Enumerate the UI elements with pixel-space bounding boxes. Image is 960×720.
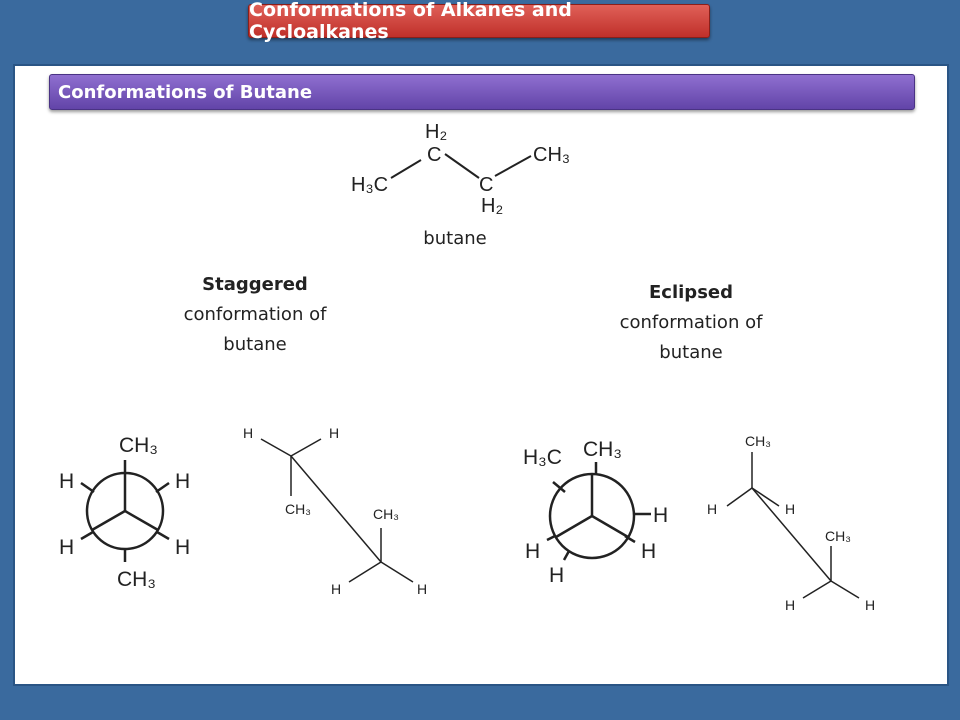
eclipsed-line2: conformation of bbox=[619, 312, 763, 333]
staggered-newman-ur: H bbox=[175, 470, 190, 493]
staggered-sawhorse: H H CH₃ CH₃ H H bbox=[243, 425, 427, 597]
eclipsed-newman-h-lr: H bbox=[641, 540, 656, 563]
butane-c2-h: H₂ bbox=[425, 121, 447, 143]
eclipsed-newman: H₃C CH₃ H H H H bbox=[523, 438, 668, 587]
eclipsed-newman-back-ch3: CH₃ bbox=[583, 438, 622, 461]
staggered-newman-lr: H bbox=[175, 536, 190, 559]
eclipsed-sawhorse-ch3-b: CH₃ bbox=[825, 528, 851, 544]
eclipsed-sawhorse-h2: H bbox=[785, 501, 795, 517]
butane-structure: H₃C H₂ C C H₂ CH₃ bbox=[351, 121, 570, 217]
staggered-line2: conformation of bbox=[183, 304, 327, 325]
staggered-line3: butane bbox=[223, 334, 287, 355]
eclipsed-sawhorse-h4: H bbox=[865, 597, 875, 613]
butane-c3-h: H₂ bbox=[481, 195, 503, 217]
eclipsed-sawhorse-ch3-top: CH₃ bbox=[745, 433, 771, 449]
staggered-title: Staggered bbox=[202, 274, 308, 295]
staggered-sawhorse-h1: H bbox=[243, 425, 253, 441]
staggered-newman-bottom: CH₃ bbox=[117, 568, 156, 591]
eclipsed-sawhorse: CH₃ H H CH₃ H H bbox=[707, 433, 875, 613]
eclipsed-sawhorse-h1: H bbox=[707, 501, 717, 517]
eclipsed-newman-h-right: H bbox=[653, 504, 668, 527]
staggered-newman-ll: H bbox=[59, 536, 74, 559]
staggered-sawhorse-h4: H bbox=[417, 581, 427, 597]
section-title: Conformations of Butane bbox=[49, 74, 915, 110]
staggered-sawhorse-h3: H bbox=[331, 581, 341, 597]
eclipsed-newman-h-ll: H bbox=[525, 540, 540, 563]
butane-label: butane bbox=[423, 228, 487, 249]
staggered-sawhorse-ch3-a: CH₃ bbox=[285, 501, 311, 517]
eclipsed-sawhorse-h3: H bbox=[785, 597, 795, 613]
staggered-newman: CH₃ CH₃ H H H H bbox=[59, 434, 190, 591]
structures-diagram: H₃C H₂ C C H₂ CH₃ CH₃ CH₃ H H H H bbox=[59, 121, 875, 613]
staggered-sawhorse-h2: H bbox=[329, 425, 339, 441]
butane-c3: C bbox=[479, 174, 493, 196]
butane-c2: C bbox=[427, 144, 441, 166]
staggered-newman-top: CH₃ bbox=[119, 434, 158, 457]
eclipsed-title: Eclipsed bbox=[649, 282, 733, 303]
staggered-newman-ul: H bbox=[59, 470, 74, 493]
eclipsed-line3: butane bbox=[659, 342, 723, 363]
staggered-caption: Staggered conformation of butane bbox=[155, 270, 355, 360]
eclipsed-caption: Eclipsed conformation of butane bbox=[591, 278, 791, 368]
butane-c1: H₃C bbox=[351, 174, 388, 196]
staggered-sawhorse-ch3-b: CH₃ bbox=[373, 506, 399, 522]
eclipsed-newman-front-ch3: H₃C bbox=[523, 446, 562, 469]
content-panel: Conformations of Butane butane Staggered… bbox=[13, 64, 949, 686]
eclipsed-newman-h-bottom: H bbox=[549, 564, 564, 587]
slide-title: Conformations of Alkanes and Cycloalkane… bbox=[248, 0, 710, 43]
butane-c4: CH₃ bbox=[533, 144, 570, 166]
